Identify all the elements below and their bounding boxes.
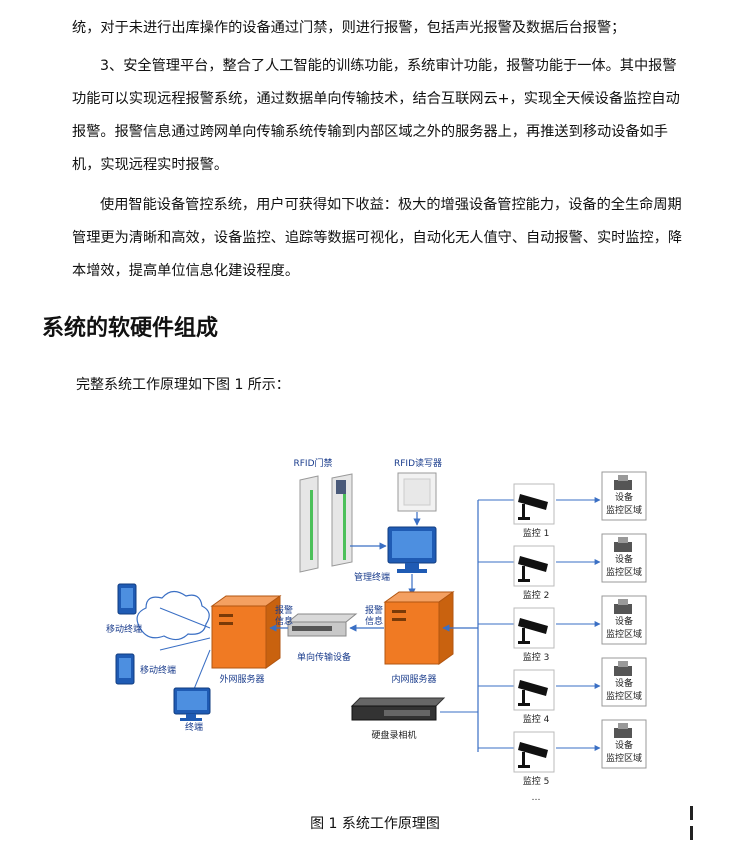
camera-icon	[514, 546, 554, 586]
camera-icon	[514, 608, 554, 648]
terminal-label: 终端	[185, 721, 203, 733]
management-terminal-icon	[388, 527, 436, 573]
camera-icon	[514, 670, 554, 710]
zone-device-label: 设备	[615, 615, 633, 627]
monitor-label: 监控 4	[523, 713, 550, 725]
terminal-computer-icon	[174, 688, 210, 721]
outer-server-label: 外网服务器	[219, 673, 264, 685]
paragraph-1: 统，对于未进行出库操作的设备通过门禁，则进行报警，包括声光报警及数据后台报警；	[72, 12, 684, 45]
mobile-terminal-2-label: 移动终端	[140, 664, 176, 676]
zone-area-label: 监控区域	[606, 504, 642, 516]
rfid-reader-icon	[398, 473, 436, 511]
management-terminal-label: 管理终端	[354, 571, 390, 583]
nvr-icon	[352, 698, 444, 720]
alarm-info-left-2: 信息	[275, 615, 293, 627]
zone-area-label: 监控区域	[606, 690, 642, 702]
zone-area-label: 监控区域	[606, 628, 642, 640]
figure-caption: 图 1 系统工作原理图	[0, 813, 750, 833]
monitor-label: 监控 2	[523, 589, 550, 601]
camera-icon	[514, 484, 554, 524]
monitor-label: 监控 1	[523, 527, 550, 539]
system-diagram: RFID门禁 RFID读写器 管理终端 内网服务器 外网服务器	[0, 450, 750, 810]
alarm-info-left-1: 报警	[275, 604, 293, 616]
inner-server-label: 内网服务器	[391, 673, 436, 685]
rfid-gate-icon	[300, 474, 352, 572]
cloud-icon	[137, 591, 209, 639]
zone-device-label: 设备	[615, 553, 633, 565]
zone-area-label: 监控区域	[606, 752, 642, 764]
mobile-phone-icon	[118, 584, 136, 614]
alarm-info-right-2: 信息	[365, 615, 383, 627]
page-edge-mark	[690, 826, 693, 840]
paragraph-2: 3、安全管理平台，整合了人工智能的训练功能，系统审计功能，报警功能于一体。其中报…	[72, 50, 684, 182]
zone-device-label: 设备	[615, 677, 633, 689]
monitor-label: 监控 5	[523, 775, 550, 787]
zone-area-label: 监控区域	[606, 566, 642, 578]
one-way-device-label: 单向传输设备	[297, 651, 351, 663]
alarm-info-right-1: 报警	[365, 604, 383, 616]
paragraph-3: 使用智能设备管控系统，用户可获得如下收益：极大的增强设备管控能力，设备的全生命周…	[72, 189, 684, 288]
monitor-label: 监控 3	[523, 651, 550, 663]
monitor-ellipsis: …	[532, 793, 541, 803]
zone-device-label: 设备	[615, 491, 633, 503]
section-heading: 系统的软硬件组成	[42, 310, 218, 342]
mobile-terminal-1-label: 移动终端	[106, 623, 142, 635]
outer-server-icon	[212, 596, 280, 668]
rfid-reader-label: RFID读写器	[394, 457, 442, 469]
rfid-gate-label: RFID门禁	[293, 457, 332, 469]
camera-icon	[514, 732, 554, 772]
inner-server-icon	[385, 592, 453, 664]
intro-text: 完整系统工作原理如下图 1 所示：	[76, 374, 290, 394]
page-edge-mark	[690, 806, 693, 820]
mobile-phone-icon	[116, 654, 134, 684]
one-way-device-icon	[288, 614, 356, 636]
nvr-label: 硬盘录相机	[371, 729, 416, 741]
zone-device-label: 设备	[615, 739, 633, 751]
